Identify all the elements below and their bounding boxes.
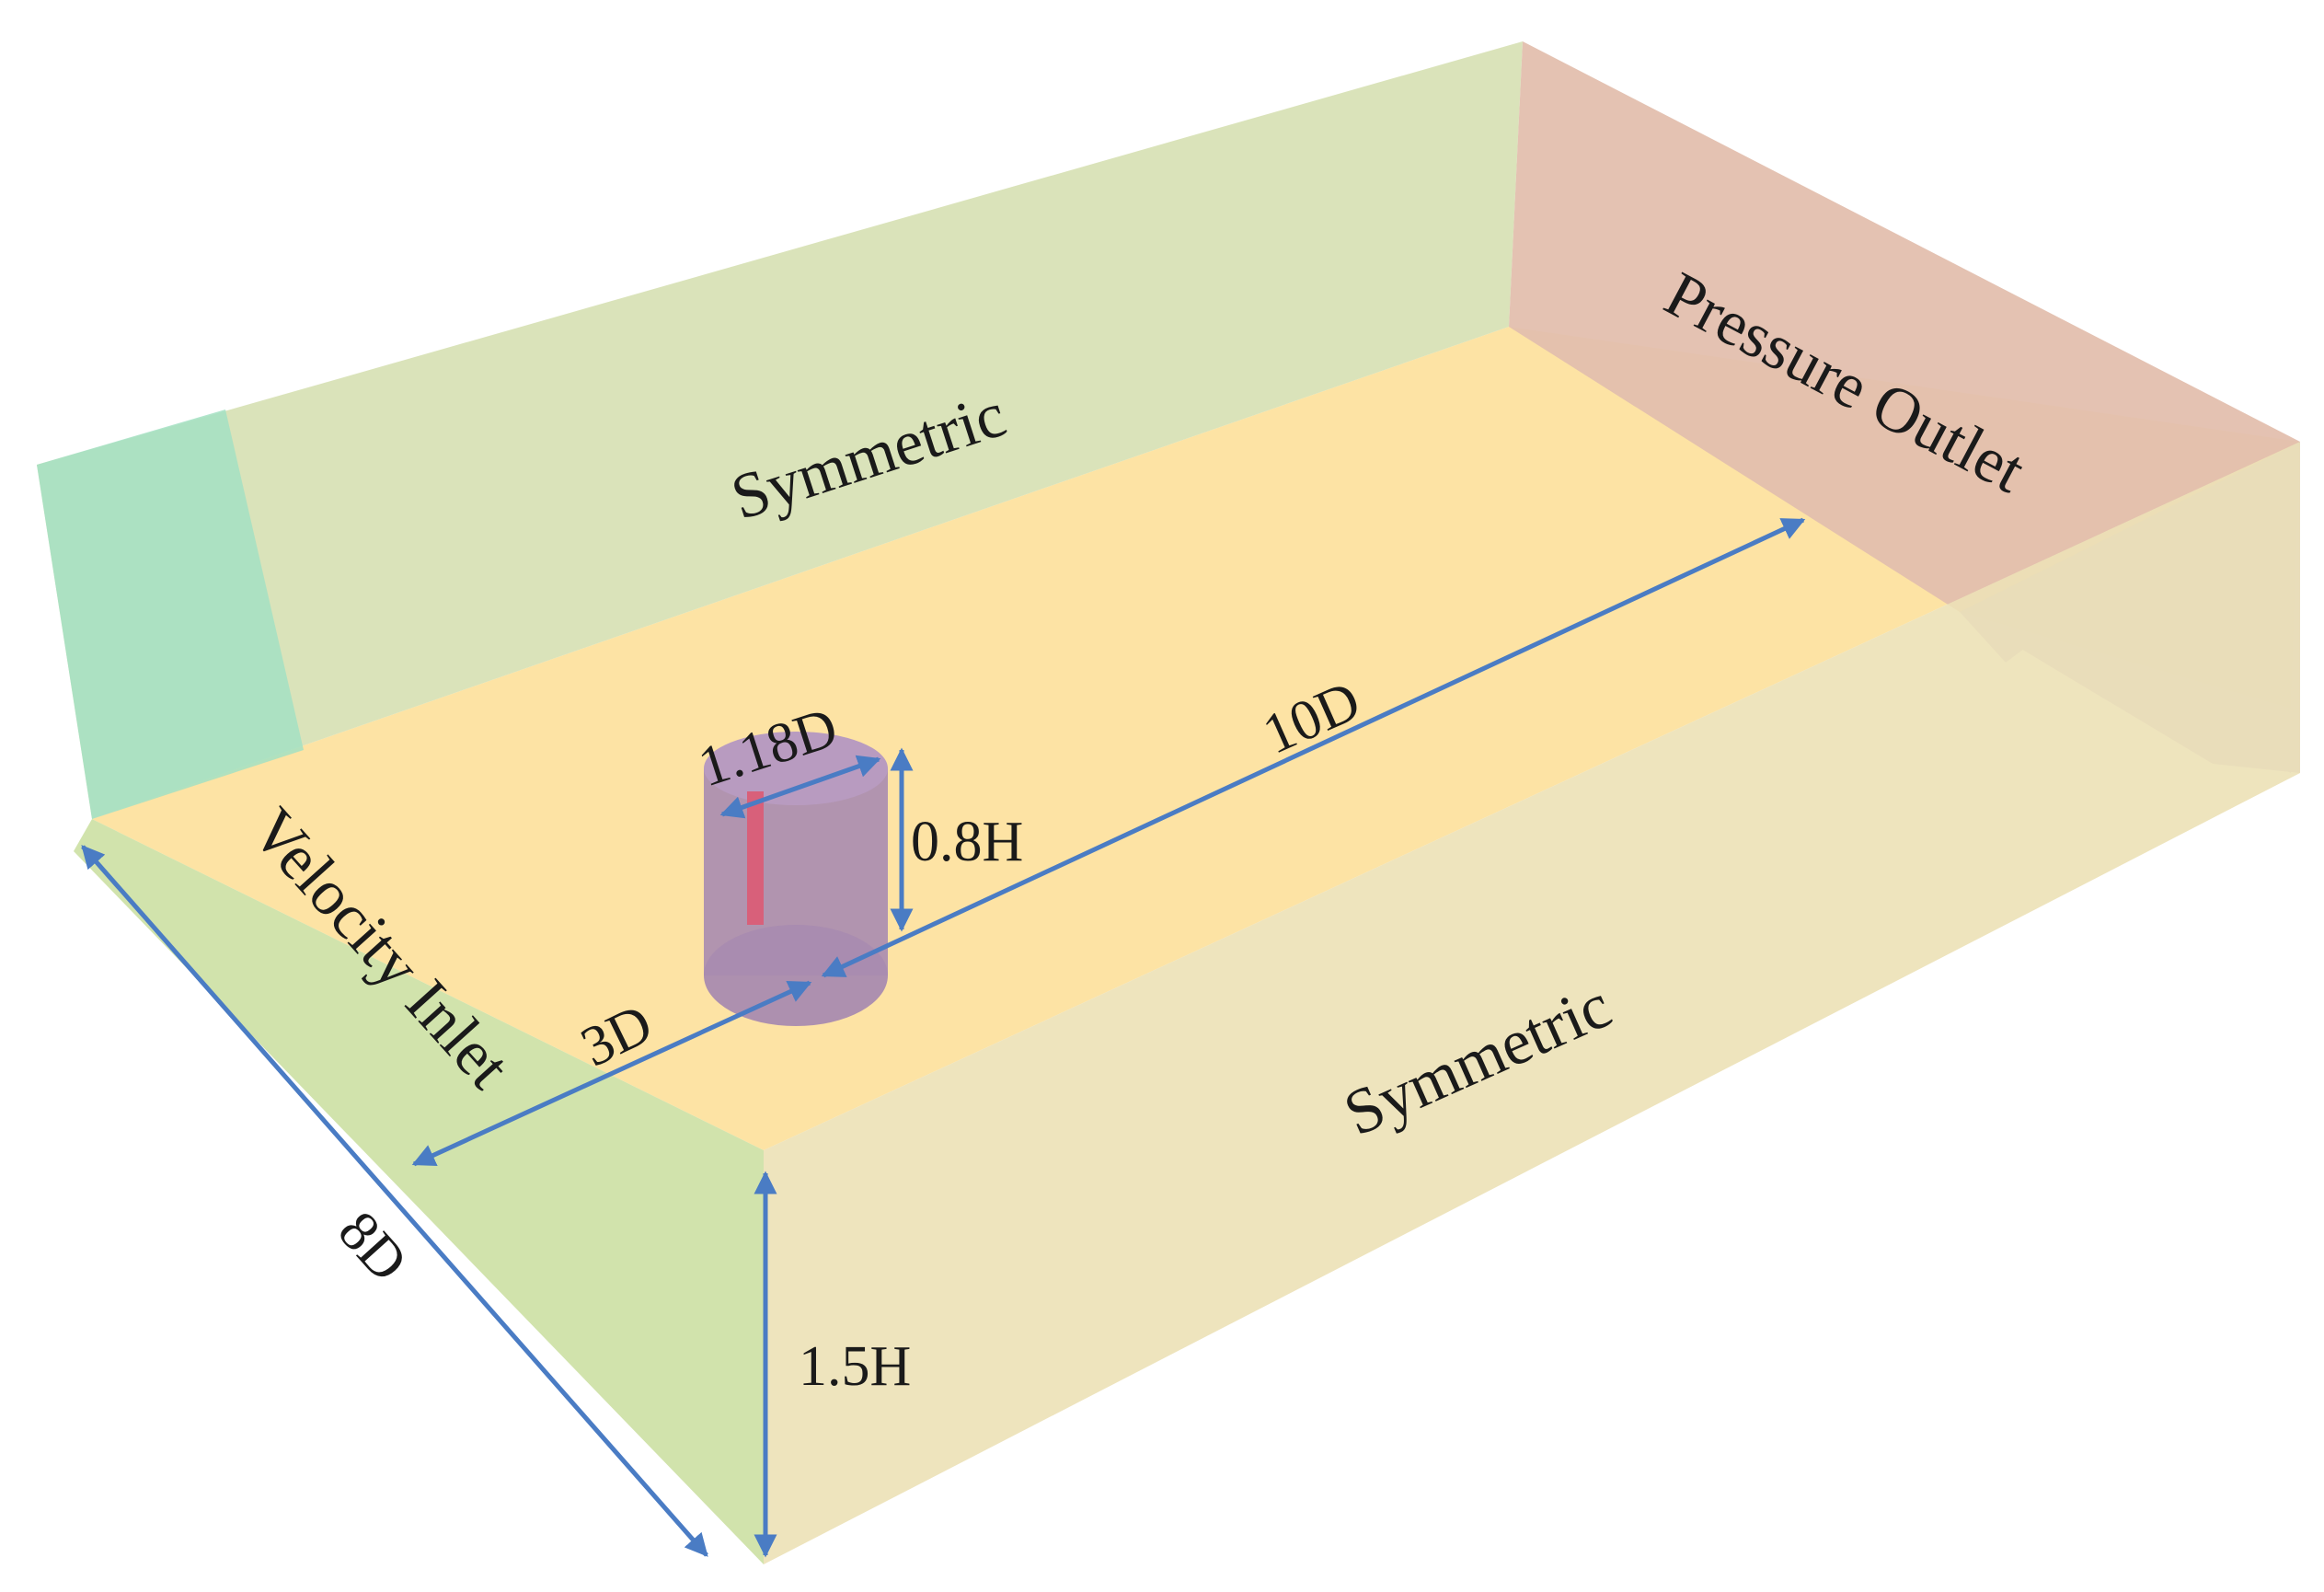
dim-line-cylinder-diameter bbox=[719, 755, 881, 819]
label-height: 1.5H bbox=[799, 1335, 911, 1398]
front-wall-face bbox=[764, 442, 2300, 1564]
dim-line-width bbox=[81, 845, 708, 1557]
dim-line-downstream bbox=[821, 517, 1806, 978]
back-wall-face bbox=[37, 41, 1523, 819]
blade bbox=[747, 791, 764, 925]
dim-line-upstream bbox=[411, 980, 812, 1167]
label-cylinder-height: 0.8H bbox=[911, 811, 1023, 873]
left-corner-face bbox=[37, 410, 304, 819]
